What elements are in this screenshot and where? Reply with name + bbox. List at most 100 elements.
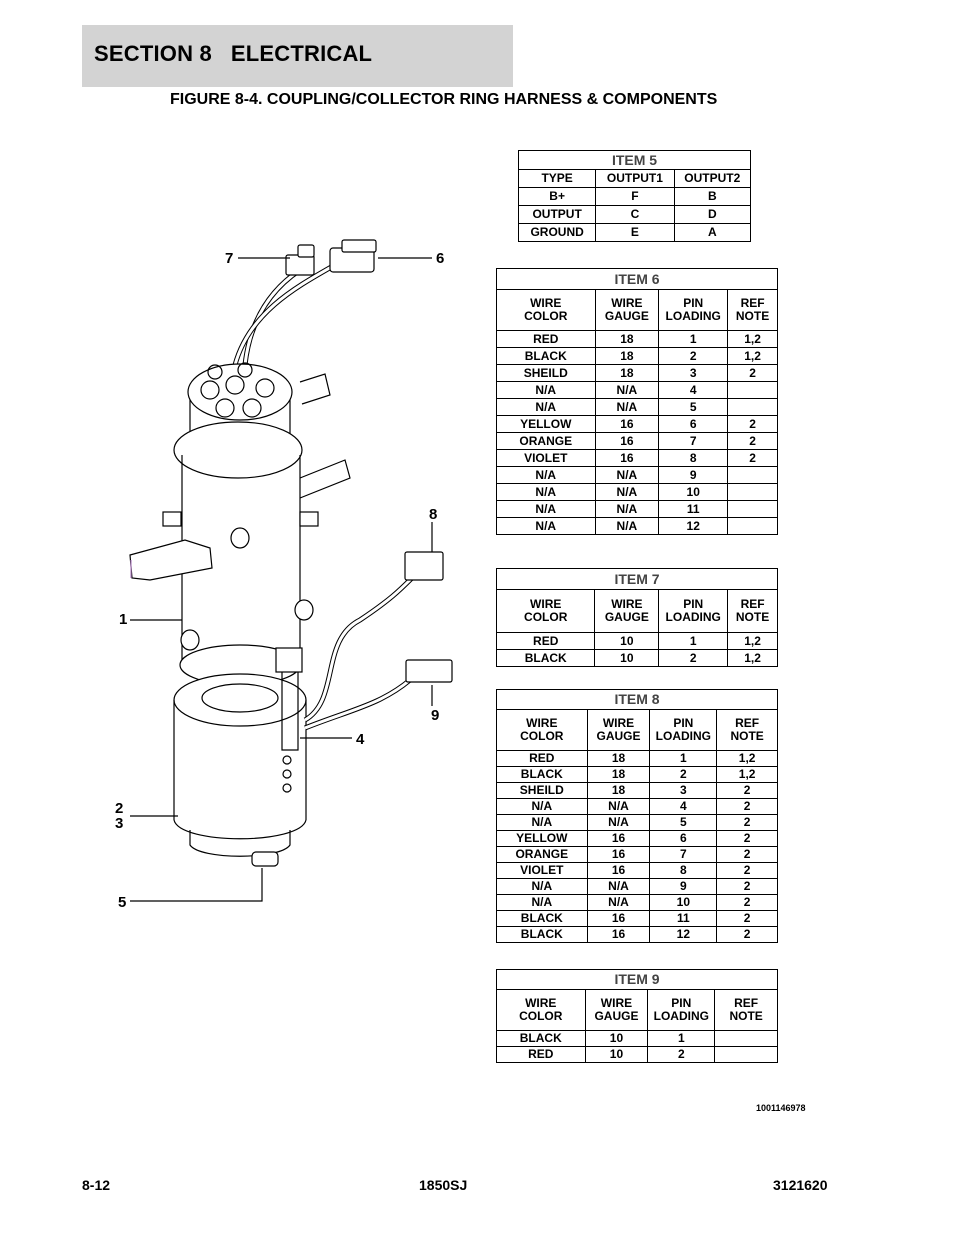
table-cell: YELLOW <box>496 830 588 847</box>
table-cell: 1 <box>647 1030 716 1047</box>
footer-manual-number: 3121620 <box>773 1177 828 1193</box>
table-cell: 16 <box>586 862 651 879</box>
table-cell: 2 <box>727 432 778 450</box>
table-cell: N/A <box>586 878 651 895</box>
table-cell: 10 <box>658 483 729 501</box>
table-cell: 3 <box>658 364 729 382</box>
table-cell: 2 <box>716 926 778 943</box>
item6-column-header: WIRE GAUGE <box>594 289 660 331</box>
table-cell: C <box>595 205 675 224</box>
table-cell: 2 <box>716 814 778 831</box>
item8-title: ITEM 8 <box>496 689 778 710</box>
table-cell: 12 <box>649 926 718 943</box>
table-cell: 11 <box>649 910 718 927</box>
table-cell: GROUND <box>517 223 597 242</box>
table-cell: N/A <box>496 878 588 895</box>
table-cell: N/A <box>594 500 660 518</box>
table-cell: 8 <box>649 862 718 879</box>
footer-model: 1850SJ <box>419 1177 468 1193</box>
table-cell: 1,2 <box>727 649 778 667</box>
table-cell: N/A <box>496 398 596 416</box>
table-cell: BLACK <box>496 926 588 943</box>
item6-column-header: PIN LOADING <box>658 289 729 331</box>
document-number: 1001146978 <box>756 1103 806 1113</box>
callout-5: 5 <box>118 894 126 911</box>
table-cell: 16 <box>586 830 651 847</box>
table-cell: B <box>673 187 752 206</box>
table-cell: ORANGE <box>496 846 588 863</box>
callout-9: 9 <box>431 707 439 724</box>
table-cell <box>727 381 778 399</box>
item7-column-header: WIRE COLOR <box>495 589 596 633</box>
item6-column-header: WIRE COLOR <box>496 289 596 331</box>
table-cell: N/A <box>496 894 588 911</box>
table-cell: N/A <box>594 398 660 416</box>
item7-column-header: REF NOTE <box>727 589 778 633</box>
table-cell: 12 <box>658 517 729 535</box>
table-cell: 2 <box>727 449 778 467</box>
table-cell: N/A <box>496 466 596 484</box>
table-cell: 3 <box>649 782 718 799</box>
table-cell: 16 <box>594 432 660 450</box>
table-cell: 16 <box>586 926 651 943</box>
table-cell: BLACK <box>496 1030 586 1047</box>
table-cell: N/A <box>594 483 660 501</box>
table-cell: 2 <box>716 862 778 879</box>
table-cell <box>714 1046 778 1063</box>
item7-column-header: PIN LOADING <box>658 589 729 633</box>
table-cell: 5 <box>658 398 729 416</box>
table-cell <box>727 483 778 501</box>
item8-column-header: WIRE COLOR <box>496 709 588 751</box>
table-cell: N/A <box>586 814 651 831</box>
table-cell: 2 <box>716 894 778 911</box>
table-cell: 16 <box>586 910 651 927</box>
table-cell: SHEILD <box>496 364 596 382</box>
table-cell: N/A <box>496 500 596 518</box>
table-cell: 1,2 <box>727 632 778 650</box>
table-cell: 11 <box>658 500 729 518</box>
table-cell: N/A <box>594 381 660 399</box>
table-cell: BLACK <box>496 766 588 783</box>
table-cell: 16 <box>594 415 660 433</box>
table-cell <box>727 398 778 416</box>
table-cell: N/A <box>594 466 660 484</box>
footer-page-number: 8-12 <box>82 1177 111 1193</box>
table-cell: N/A <box>496 381 596 399</box>
table-cell: 4 <box>649 798 718 815</box>
table-cell: 18 <box>586 766 651 783</box>
table-cell: 1 <box>649 750 718 767</box>
table-cell: 2 <box>716 782 778 799</box>
table-cell: 2 <box>658 347 729 365</box>
table-cell: 10 <box>649 894 718 911</box>
table-cell: VIOLET <box>496 862 588 879</box>
table-cell: 2 <box>658 649 729 667</box>
callout-7: 7 <box>225 250 233 267</box>
table-cell: 10 <box>594 649 660 667</box>
table-cell: ORANGE <box>496 432 596 450</box>
table-cell: 6 <box>658 415 729 433</box>
table-cell: 8 <box>658 449 729 467</box>
table-cell <box>727 466 778 484</box>
table-cell: E <box>595 223 675 242</box>
item8-column-header: REF NOTE <box>716 709 778 751</box>
table-cell: 1,2 <box>716 750 778 767</box>
item5-title: ITEM 5 <box>518 150 751 170</box>
